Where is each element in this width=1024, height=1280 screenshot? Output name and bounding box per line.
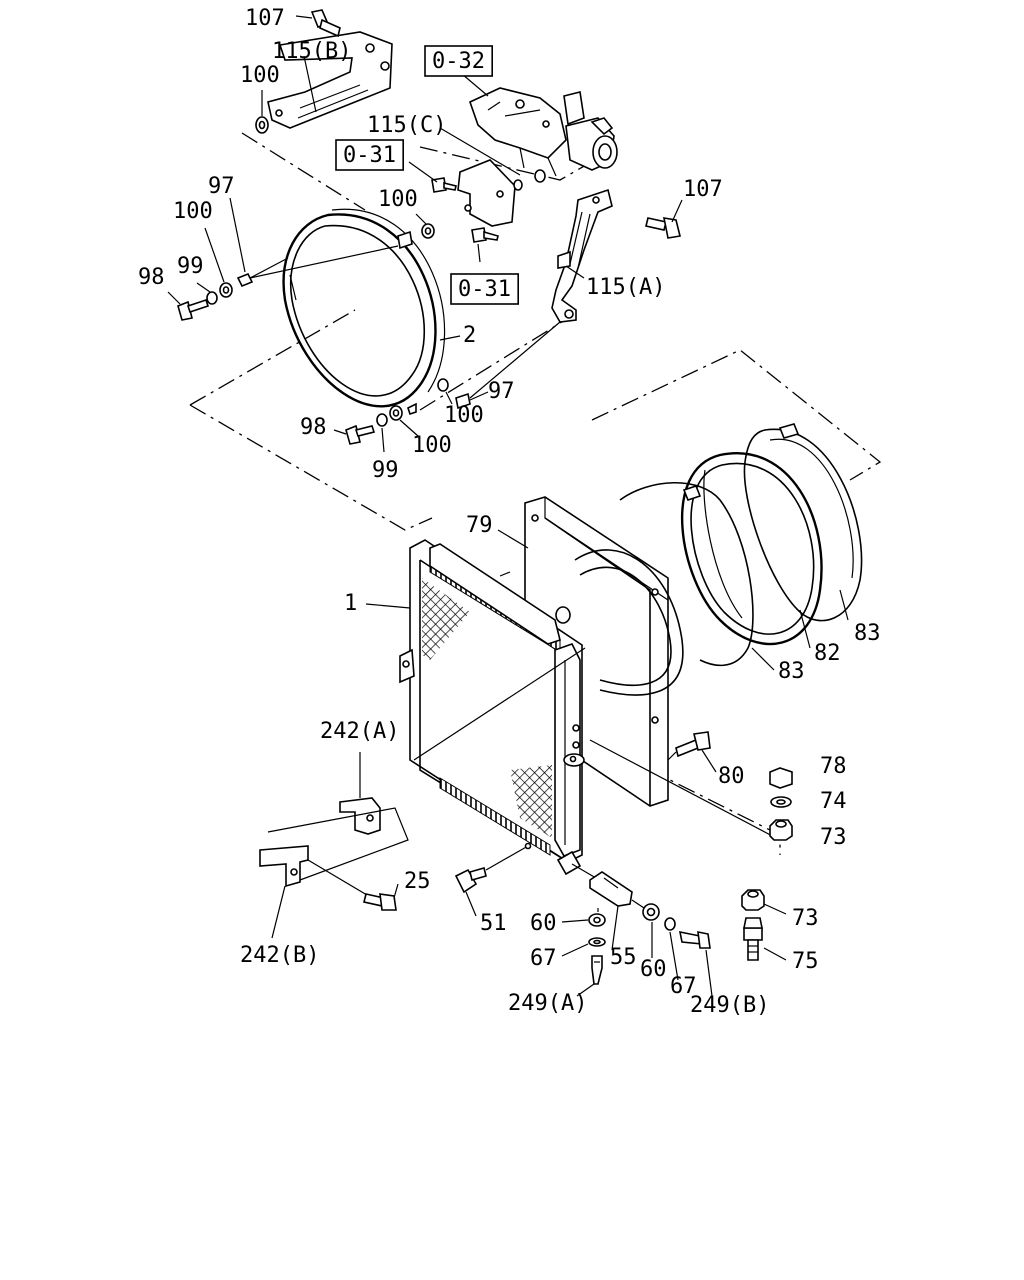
callout-l82: 82 — [814, 641, 841, 666]
bracket-242a — [267, 752, 409, 881]
drain-cock-51 — [454, 842, 532, 894]
phantom-outline-fan-top — [591, 349, 882, 481]
fasteners-lower — [345, 321, 561, 445]
callout-l83a: 83 — [854, 621, 881, 646]
phantom-outline-lower — [189, 309, 356, 406]
callout-l79: 79 — [466, 513, 493, 538]
callout-l80: 80 — [718, 764, 745, 789]
callout-l032: 0-32 — [432, 49, 485, 74]
phantom-outline-upper-right — [419, 146, 613, 181]
ring-83-rear — [743, 423, 863, 622]
fittings-lower-right — [741, 889, 765, 961]
callout-l115b: 115(B) — [272, 39, 351, 64]
callout-l115c: 115(C) — [367, 113, 446, 138]
bolt-80 — [667, 731, 711, 761]
bolt-25 — [363, 893, 397, 911]
callout-l60a: 60 — [530, 911, 557, 936]
callout-l67b: 67 — [670, 974, 697, 999]
callout-l242b: 242(B) — [240, 943, 319, 968]
callout-l98a: 98 — [138, 265, 165, 290]
callout-l249b: 249(B) — [690, 993, 769, 1018]
phantom-outline-upper — [241, 132, 366, 211]
fasteners-upper-left — [177, 245, 399, 321]
upper-assembly — [177, 9, 681, 531]
callout-l73b: 73 — [792, 906, 819, 931]
callout-l100d: 100 — [444, 403, 484, 428]
radiator-core-1 — [399, 539, 781, 876]
callout-l55: 55 — [610, 945, 637, 970]
callout-l115a: 115(A) — [586, 275, 665, 300]
phantom-outline-right — [419, 319, 566, 411]
callout-l100a: 100 — [240, 63, 280, 88]
callout-l031a: 0-31 — [343, 143, 396, 168]
bracket-115c — [421, 159, 546, 243]
callout-l60b: 60 — [640, 957, 667, 982]
callout-l83b: 83 — [778, 659, 805, 684]
phantom-outline-bottom — [189, 404, 433, 531]
callout-l100e: 100 — [412, 433, 452, 458]
bracket-115a — [551, 188, 681, 323]
bracket-115b — [255, 9, 393, 134]
radiator-assembly — [167, 15, 882, 997]
callout-box-l031b — [450, 273, 519, 305]
callout-l107a: 107 — [245, 6, 285, 31]
callout-l78: 78 — [820, 754, 847, 779]
callout-box-l032 — [424, 45, 493, 77]
housing-0-32 — [469, 87, 618, 177]
callout-l031b: 0-31 — [458, 277, 511, 302]
callout-l51: 51 — [480, 911, 507, 936]
callout-l67a: 67 — [530, 946, 557, 971]
hose-55-assembly — [571, 863, 711, 985]
callout-l99b: 99 — [372, 458, 399, 483]
callout-l100b: 100 — [173, 199, 213, 224]
callout-l74: 74 — [820, 789, 847, 814]
callout-l107b: 107 — [683, 177, 723, 202]
shroud-ring-2 — [282, 208, 446, 416]
callout-l99a: 99 — [177, 254, 204, 279]
callout-l75: 75 — [792, 949, 819, 974]
callout-l242a: 242(A) — [320, 719, 399, 744]
callout-l25: 25 — [404, 869, 431, 894]
ring-83-front — [619, 482, 754, 667]
callout-l100c: 100 — [378, 187, 418, 212]
fittings-right — [769, 767, 793, 841]
bracket-242b — [259, 845, 373, 939]
callout-l73a: 73 — [820, 825, 847, 850]
callout-box-l031a — [335, 139, 404, 171]
callout-l98b: 98 — [300, 415, 327, 440]
callout-l1: 1 — [344, 591, 357, 616]
leader-lines — [167, 15, 849, 997]
callout-l2: 2 — [463, 323, 476, 348]
ring-82 — [680, 452, 823, 646]
callout-l97a: 97 — [208, 174, 235, 199]
callout-l97b: 97 — [488, 379, 515, 404]
callout-l249a: 249(A) — [508, 991, 587, 1016]
